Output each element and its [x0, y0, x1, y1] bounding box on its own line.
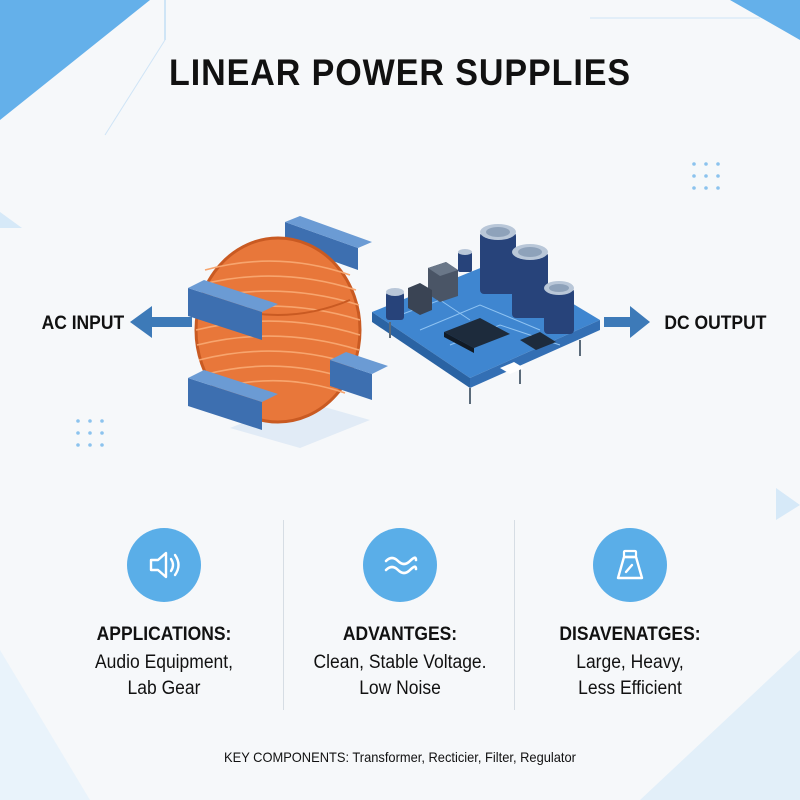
- capacitor: [480, 224, 516, 294]
- weight-icon: [593, 528, 667, 602]
- key-components-footer: KEY COMPONENTS: Transformer, Recticier, …: [224, 749, 576, 765]
- left-arrow-icon: [130, 306, 192, 338]
- right-arrow-icon: [604, 306, 650, 338]
- dot-grid-top-right: [692, 162, 720, 190]
- disadvantages-line-2: Less Efficient: [578, 678, 682, 699]
- advantages-section: ADVANTGES: Clean, Stable Voltage. Low No…: [280, 528, 520, 702]
- corner-triangle-top-left: [0, 0, 150, 120]
- applications-line-1: Audio Equipment,: [95, 652, 233, 673]
- page-title: LINEAR POWER SUPPLIES: [169, 52, 631, 93]
- disadvantages-line-1: Large, Heavy,: [576, 652, 684, 673]
- speaker-icon: [127, 528, 201, 602]
- ac-input-label: AC INPUT: [41, 313, 125, 334]
- wave-icon: [363, 528, 437, 602]
- coil-windings: [195, 260, 361, 394]
- advantages-heading: ADVANTGES:: [342, 624, 458, 645]
- dot-grid-left: [76, 419, 104, 447]
- applications-line-2: Lab Gear: [127, 678, 201, 699]
- corner-triangle-bottom-left: [0, 650, 90, 800]
- circuit-board-illustration: [372, 224, 600, 404]
- corner-triangle-top-right: [730, 0, 800, 40]
- advantages-line-1: Clean, Stable Voltage.: [313, 652, 487, 673]
- column-divider: [514, 520, 515, 710]
- advantages-line-2: Low Noise: [359, 678, 441, 699]
- dc-output-label: DC OUTPUT: [664, 313, 767, 334]
- capacitor: [386, 288, 404, 320]
- capacitor: [512, 244, 548, 318]
- side-triangle-left: [0, 212, 22, 228]
- corner-triangle-bottom-right: [640, 650, 800, 800]
- capacitor: [544, 281, 574, 334]
- capacitor: [458, 249, 472, 272]
- column-divider: [283, 520, 284, 710]
- transformer-illustration: [188, 216, 388, 448]
- corner-line: [104, 39, 166, 136]
- disadvantages-section: DISAVENATGES: Large, Heavy, Less Efficie…: [510, 528, 750, 702]
- applications-heading: APPLICATIONS:: [96, 624, 232, 645]
- side-triangle-right: [776, 488, 800, 520]
- applications-section: APPLICATIONS: Audio Equipment, Lab Gear: [44, 528, 284, 702]
- disadvantages-heading: DISAVENATGES:: [559, 624, 701, 645]
